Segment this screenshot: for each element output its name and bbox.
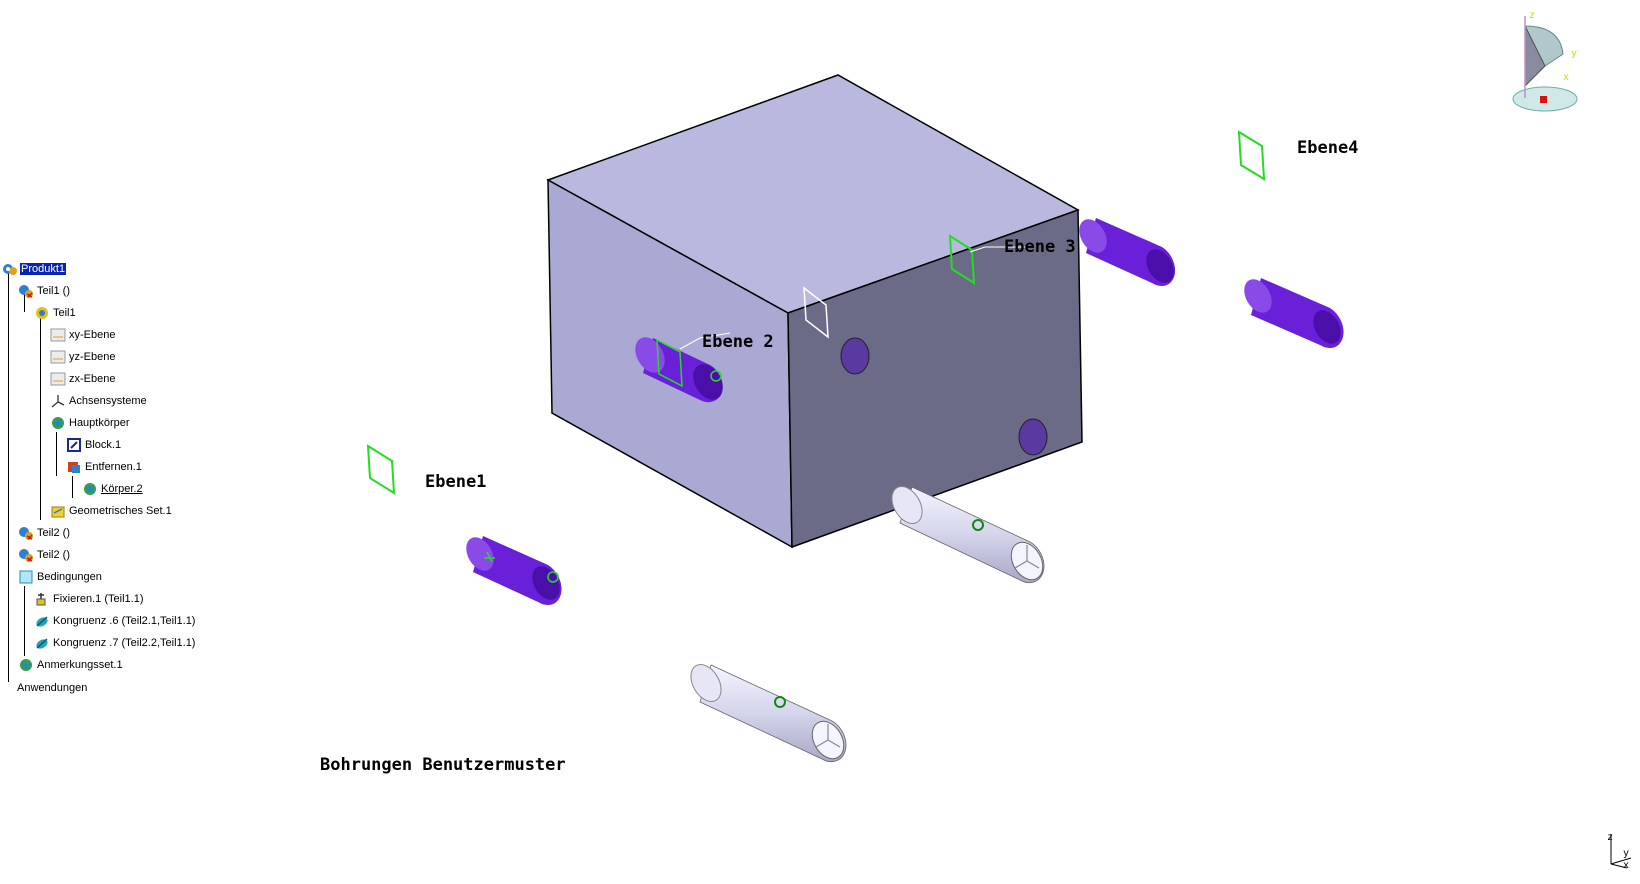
tree-node-teil2-2[interactable]: Teil2 () — [18, 546, 71, 564]
tree-node-achsensysteme[interactable]: Achsensysteme — [50, 392, 148, 410]
geometrical-set-icon — [51, 506, 65, 518]
coincidence-constraint-icon — [36, 616, 48, 627]
constraints-icon — [19, 570, 33, 584]
svg-text:z: z — [1607, 832, 1613, 843]
gray-pin[interactable] — [886, 481, 1049, 585]
part-instance-icon — [19, 285, 33, 298]
fix-constraint-icon — [36, 593, 46, 606]
pad-icon — [67, 438, 81, 452]
tree-node-zx-ebene[interactable]: zx-Ebene — [50, 370, 116, 388]
tree-node-anmerkungsset1[interactable]: Anmerkungsset.1 — [18, 656, 124, 674]
tree-node-koerper2[interactable]: Körper.2 — [82, 480, 144, 498]
hole[interactable] — [840, 337, 870, 375]
svg-text:z: z — [1529, 10, 1535, 21]
plane-icon — [50, 350, 66, 364]
svg-text:y: y — [1571, 48, 1577, 59]
plane-label-ebene3[interactable]: Ebene 3 — [1004, 237, 1076, 257]
plane-label-ebene4[interactable]: Ebene4 — [1297, 138, 1359, 158]
cube-right-face[interactable] — [787, 208, 1083, 549]
tree-node-bedingungen[interactable]: Bedingungen — [18, 568, 103, 586]
scene-caption: Bohrungen Benutzermuster — [320, 755, 566, 775]
tree-node-teil1-instance[interactable]: Teil1 () — [18, 282, 71, 300]
tree-node-kongruenz7[interactable]: Kongruenz .7 (Teil2.2,Teil1.1) — [34, 634, 196, 652]
leader-line — [969, 246, 1030, 253]
block-body[interactable] — [546, 74, 1083, 549]
svg-text:y: y — [1623, 848, 1629, 859]
plane-symbol-ebene1[interactable] — [366, 444, 396, 495]
purple-pin[interactable] — [629, 332, 729, 405]
gray-pin[interactable] — [685, 659, 850, 764]
annotation-set-icon — [20, 659, 32, 671]
axis-system-icon — [51, 395, 65, 408]
plane-symbol-ebene3[interactable] — [948, 234, 976, 285]
plane-label-ebene2[interactable]: Ebene 2 — [702, 332, 774, 352]
tree-node-block1[interactable]: Block.1 — [66, 436, 122, 454]
tree-node-geometrisches-set1[interactable]: Geometrisches Set.1 — [50, 502, 173, 520]
tree-node-fixieren1[interactable]: Fixieren.1 (Teil1.1) — [34, 590, 144, 608]
remove-icon — [68, 462, 80, 473]
tree-node-teil2-1[interactable]: Teil2 () — [18, 524, 71, 542]
body-icon — [84, 483, 96, 495]
tree-node-xy-ebene[interactable]: xy-Ebene — [50, 326, 116, 344]
plane-label-ebene1[interactable]: Ebene1 — [425, 472, 487, 492]
part-instance-icon — [19, 549, 33, 562]
svg-text:x: x — [1623, 860, 1629, 870]
part-icon — [36, 307, 48, 319]
hole[interactable] — [1018, 418, 1048, 456]
plane-icon — [50, 372, 66, 386]
tree-node-produkt1[interactable]: Produkt1 — [2, 260, 67, 278]
purple-pin[interactable] — [461, 532, 566, 606]
purple-pin[interactable] — [1074, 214, 1180, 287]
plane-icon — [50, 328, 66, 342]
axis-triad-icon: z y x — [1607, 832, 1632, 870]
leader-line — [679, 332, 731, 350]
coincidence-constraint-icon — [36, 638, 48, 649]
specification-tree[interactable]: Produkt1 Teil1 () Teil1 xy-Ebene yz-Eben… — [0, 252, 230, 712]
tree-node-hauptkoerper[interactable]: Hauptkörper — [50, 414, 131, 432]
compass-icon[interactable]: z y x — [1505, 6, 1605, 116]
plane-outline — [803, 286, 829, 339]
svg-text:x: x — [1563, 72, 1569, 83]
tree-node-yz-ebene[interactable]: yz-Ebene — [50, 348, 116, 366]
tree-node-teil1[interactable]: Teil1 — [34, 304, 77, 322]
tree-node-anwendungen[interactable]: Anwendungen — [17, 682, 88, 694]
tree-node-entfernen1[interactable]: Entfernen.1 — [66, 458, 143, 476]
purple-pin[interactable] — [1239, 274, 1347, 349]
part-instance-icon — [19, 527, 33, 540]
body-icon — [52, 417, 64, 429]
product-icon — [3, 264, 17, 275]
tree-node-kongruenz6[interactable]: Kongruenz .6 (Teil2.1,Teil1.1) — [34, 612, 196, 630]
plane-symbol-ebene4[interactable] — [1237, 130, 1266, 181]
